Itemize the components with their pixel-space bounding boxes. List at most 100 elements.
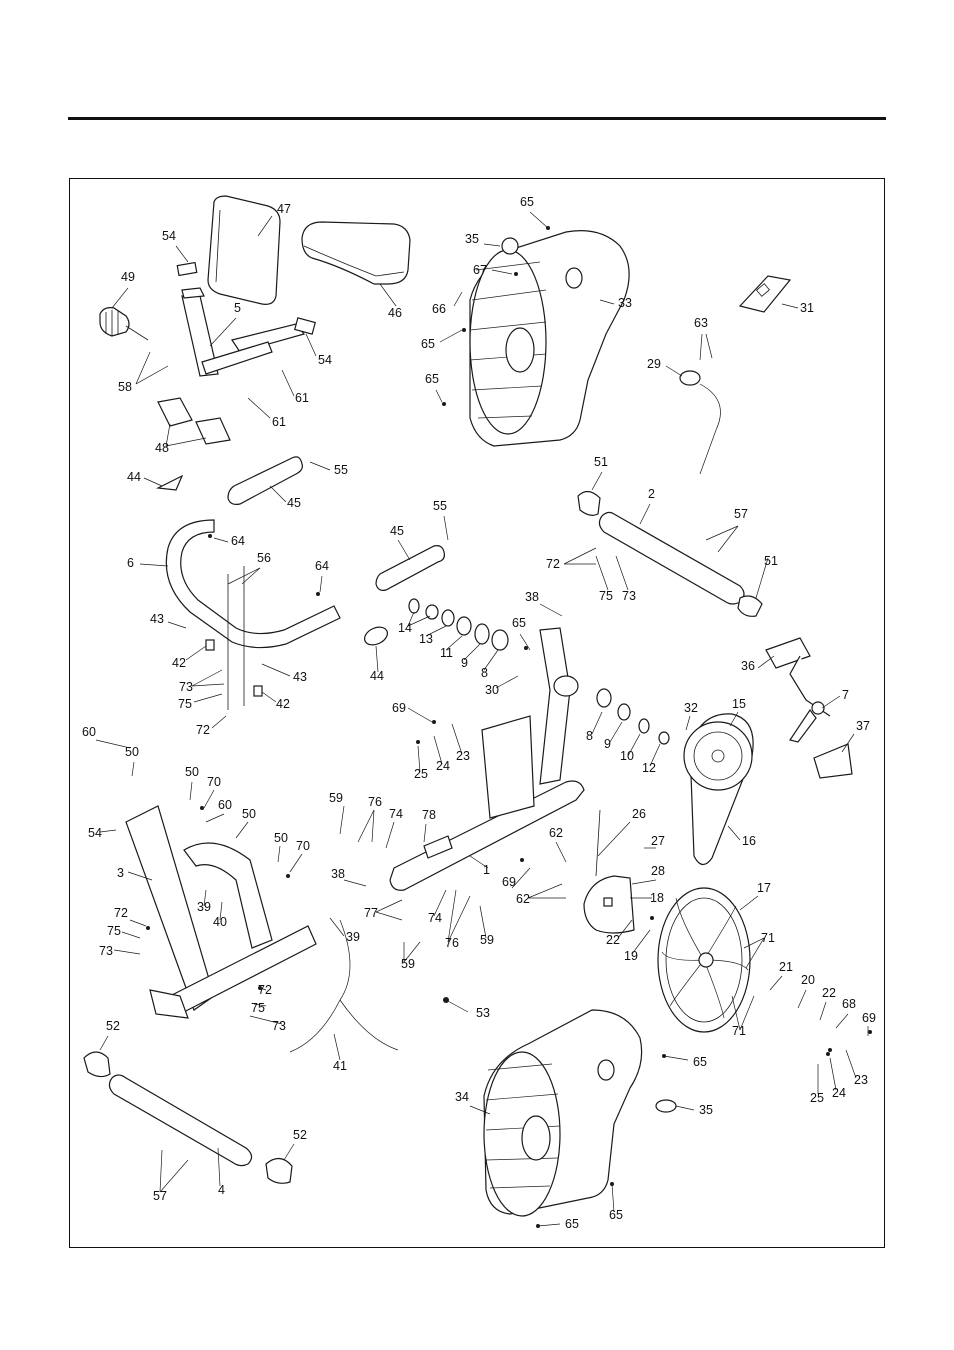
part-label: 21 [779, 960, 793, 974]
part-label: 78 [422, 808, 436, 822]
part-label: 75 [251, 1001, 265, 1015]
part-label: 68 [842, 997, 856, 1011]
part-label: 44 [370, 669, 384, 683]
part-label: 27 [651, 834, 665, 848]
part-label: 67 [473, 263, 487, 277]
part-label: 65 [421, 337, 435, 351]
part-label: 72 [546, 557, 560, 571]
part-label: 73 [179, 680, 193, 694]
part-label: 14 [398, 621, 412, 635]
part-label: 76 [445, 936, 459, 950]
part-label: 18 [650, 891, 664, 905]
part-label: 35 [699, 1103, 713, 1117]
part-label: 23 [456, 749, 470, 763]
part-label: 40 [213, 915, 227, 929]
part-label: 70 [207, 775, 221, 789]
part-label: 59 [401, 957, 415, 971]
part-label: 47 [277, 202, 291, 216]
part-label: 57 [734, 507, 748, 521]
part-label: 43 [150, 612, 164, 626]
part-label: 2 [648, 487, 655, 501]
bearing-stack-part [408, 598, 670, 745]
fan-shroud-upper-part [469, 230, 630, 447]
part-label: 72 [196, 723, 210, 737]
part-label: 62 [549, 826, 563, 840]
part-label: 31 [800, 301, 814, 315]
part-label: 73 [622, 589, 636, 603]
part-label: 55 [334, 463, 348, 477]
part-label: 75 [178, 697, 192, 711]
header-rule [68, 117, 886, 120]
part-label: 30 [485, 683, 499, 697]
part-label: 8 [586, 729, 593, 743]
rear-stabilizer-part [83, 1051, 293, 1184]
pulley-belt-part [683, 713, 754, 866]
part-label: 1 [483, 863, 490, 877]
part-label: 20 [801, 973, 815, 987]
part-label: 8 [481, 666, 488, 680]
part-label: 71 [761, 931, 775, 945]
part-label: 74 [428, 911, 442, 925]
part-label: 45 [287, 496, 301, 510]
part-label: 39 [346, 930, 360, 944]
part-label: 34 [455, 1090, 469, 1104]
part-label: 49 [121, 270, 135, 284]
part-label: 66 [432, 302, 446, 316]
part-label: 69 [392, 701, 406, 715]
part-label: 69 [862, 1011, 876, 1025]
part-label: 69 [502, 875, 516, 889]
part-label: 64 [231, 534, 245, 548]
part-label: 65 [520, 195, 534, 209]
wire-harness-part [289, 919, 399, 1053]
part-label: 42 [276, 697, 290, 711]
part-label: 51 [594, 455, 608, 469]
part-label: 65 [425, 372, 439, 386]
part-label: 36 [741, 659, 755, 673]
part-label: 9 [604, 737, 611, 751]
part-label: 62 [516, 892, 530, 906]
part-label: 44 [127, 470, 141, 484]
seat-cushion-part [301, 221, 411, 285]
part-label: 50 [274, 831, 288, 845]
part-label: 32 [684, 701, 698, 715]
part-label: 4 [218, 1183, 225, 1197]
part-label: 50 [185, 765, 199, 779]
part-label: 53 [476, 1006, 490, 1020]
part-label: 11 [440, 646, 453, 660]
part-label: 29 [647, 357, 661, 371]
flywheel-fan-part [657, 887, 751, 1033]
part-label: 52 [293, 1128, 307, 1142]
fan-shroud-lower-part [483, 1009, 677, 1217]
part-label: 73 [272, 1019, 286, 1033]
part-label: 72 [114, 906, 128, 920]
part-label: 43 [293, 670, 307, 684]
part-label: 24 [832, 1086, 846, 1100]
part-label: 65 [609, 1208, 623, 1222]
part-label: 46 [388, 306, 402, 320]
part-label: 22 [822, 986, 836, 1000]
part-label: 33 [618, 296, 632, 310]
part-label: 54 [88, 826, 102, 840]
part-label: 3 [117, 866, 124, 880]
part-label: 12 [642, 761, 656, 775]
part-label: 60 [82, 725, 96, 739]
backrest-part [207, 195, 281, 305]
part-label: 54 [162, 229, 176, 243]
part-label: 23 [854, 1073, 868, 1087]
part-label: 15 [732, 697, 746, 711]
part-label: 9 [461, 656, 468, 670]
sensor-part [679, 370, 721, 475]
main-frame-part [389, 627, 585, 891]
part-label: 56 [257, 551, 271, 565]
handlebar-part [155, 456, 445, 710]
part-label: 50 [125, 745, 139, 759]
part-label: 38 [525, 590, 539, 604]
part-label: 57 [153, 1189, 167, 1203]
part-label: 28 [651, 864, 665, 878]
part-label: 17 [757, 881, 771, 895]
crank-pedal-part [765, 637, 853, 779]
part-label: 59 [329, 791, 343, 805]
part-label: 10 [620, 749, 634, 763]
